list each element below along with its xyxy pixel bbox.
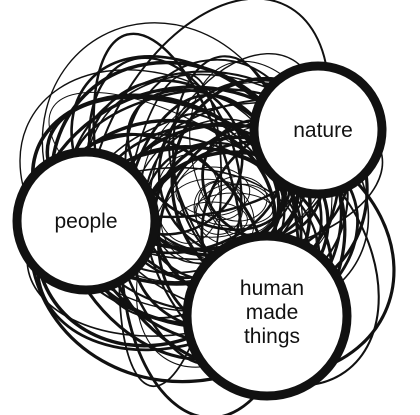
scribble-loop xyxy=(143,121,380,387)
scribble-loop xyxy=(85,0,330,319)
node-label: made xyxy=(246,301,299,324)
node-circle xyxy=(12,147,160,295)
node-label: people xyxy=(54,210,117,233)
node-circle xyxy=(182,231,352,401)
scribble-loop xyxy=(194,192,274,227)
node-people: people xyxy=(12,147,160,295)
node-label: things xyxy=(244,325,300,348)
scribble-loop xyxy=(209,176,268,222)
node-circle xyxy=(249,61,387,199)
node-label: human xyxy=(240,277,304,300)
scribble-loop xyxy=(175,166,251,217)
node-label: nature xyxy=(293,119,353,142)
node-nature: nature xyxy=(249,61,387,199)
